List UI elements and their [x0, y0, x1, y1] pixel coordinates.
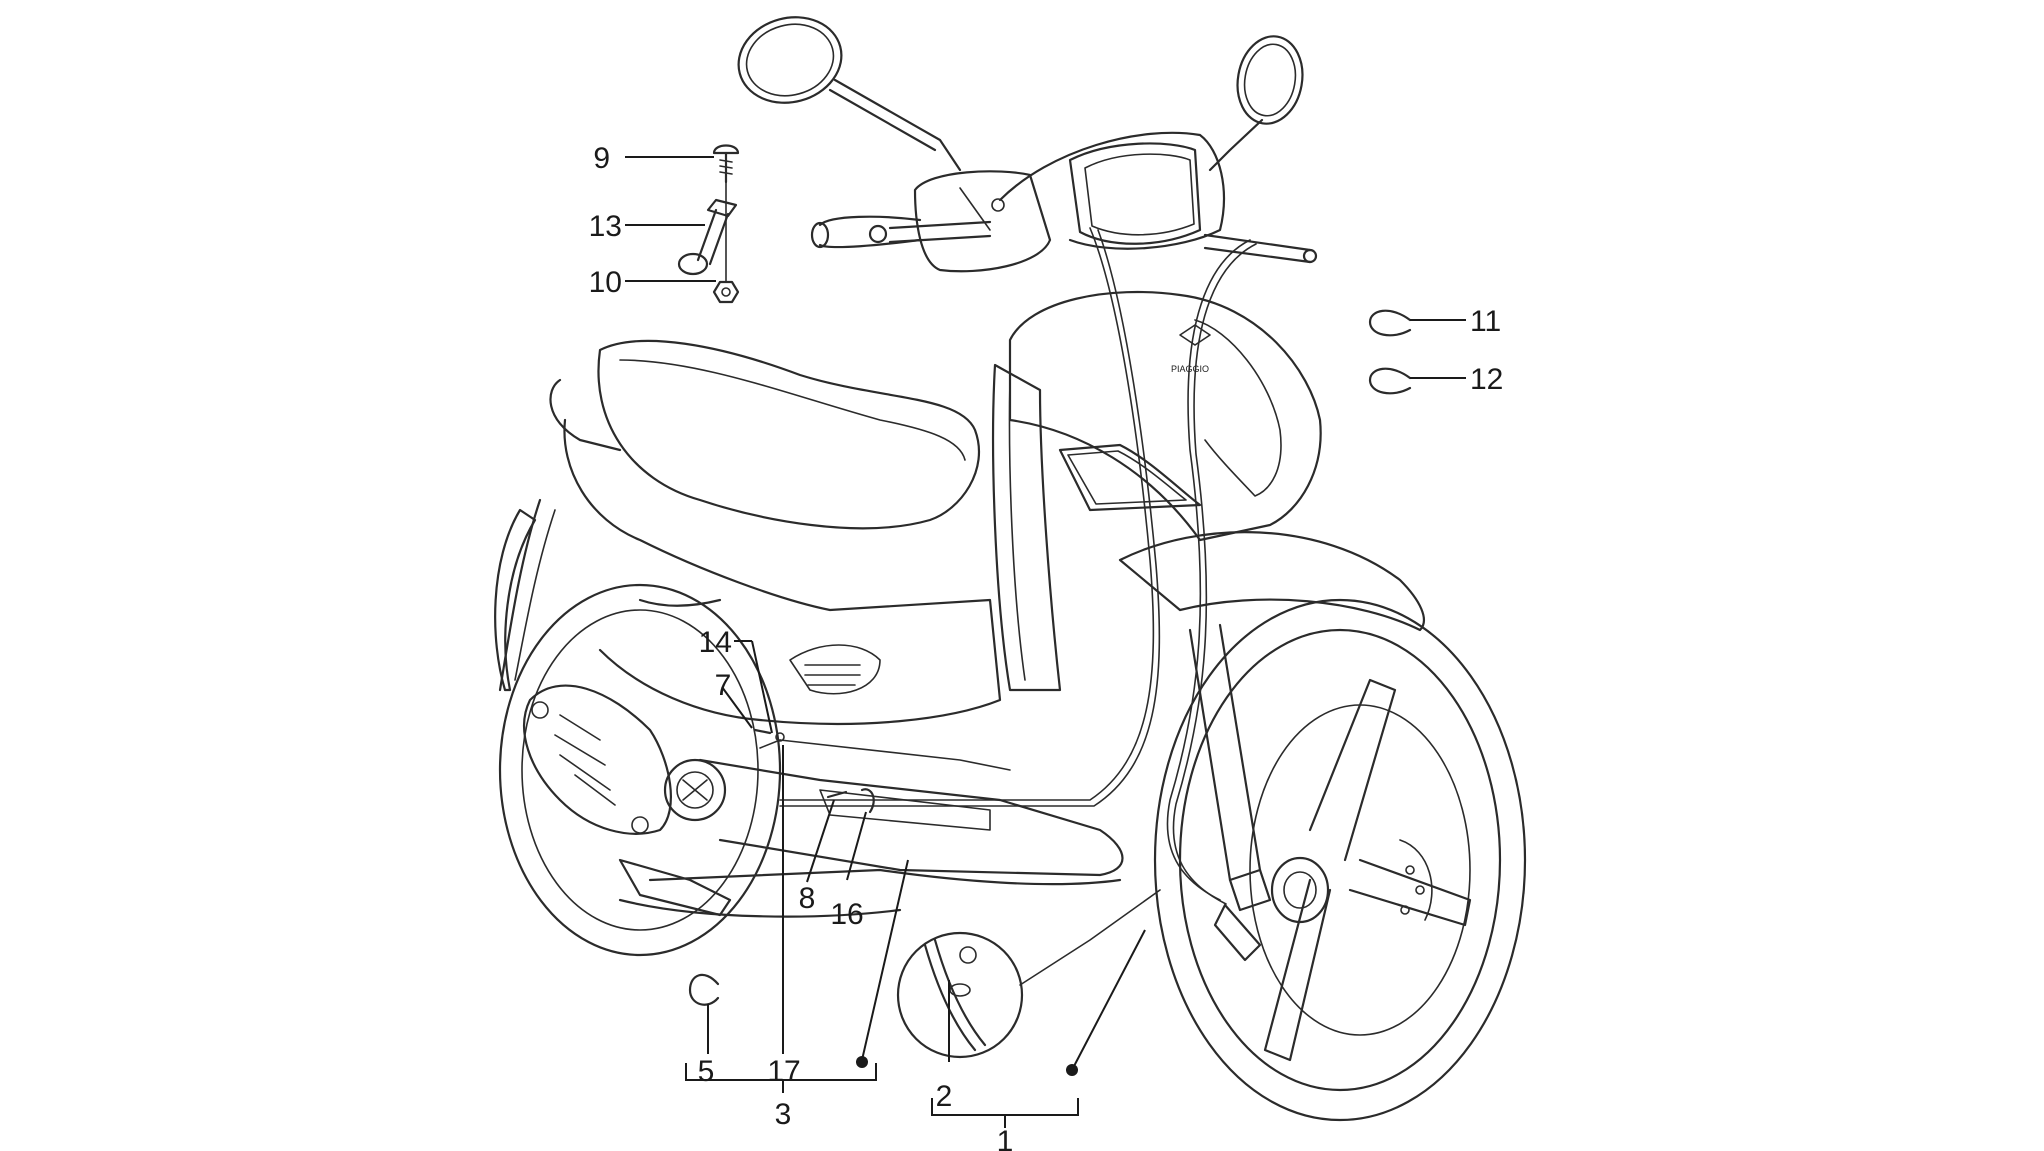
fitting-14	[775, 732, 785, 742]
rear-fender	[494, 508, 537, 692]
rear-body	[498, 418, 1002, 726]
callout-16: 16	[830, 898, 863, 931]
detail-inset	[896, 889, 1161, 1059]
cables	[759, 227, 1257, 905]
muffler	[523, 684, 732, 917]
rear-wheel	[498, 583, 782, 957]
nut-part	[712, 181, 740, 304]
fitting-16	[860, 788, 875, 814]
callout-11: 11	[1470, 305, 1501, 338]
callout-9: 9	[593, 142, 610, 175]
dot-assembly-1	[1066, 1064, 1078, 1076]
callout-8: 8	[799, 882, 816, 915]
floorboard	[618, 758, 1124, 918]
callout-13: 13	[589, 210, 622, 243]
left-mirror	[737, 16, 962, 172]
front-fender	[1118, 531, 1425, 632]
callout-10: 10	[589, 266, 622, 299]
fitting-8	[826, 790, 848, 799]
fitting-7	[753, 728, 772, 735]
leader-lines	[625, 156, 1466, 1128]
screw-part	[712, 144, 740, 184]
callout-1: 1	[997, 1125, 1014, 1151]
clamp-5	[688, 973, 720, 1006]
callout-labels: 9 13 10 11 12 14 7 8 16 5 17 3 2 1	[589, 142, 1504, 1151]
clamp-11	[1368, 309, 1412, 337]
callout-2: 2	[936, 1080, 953, 1113]
front-wheel	[1153, 598, 1527, 1122]
callout-17: 17	[767, 1055, 800, 1088]
seat	[549, 339, 981, 530]
bracket-part	[677, 198, 738, 276]
callout-14: 14	[699, 626, 732, 659]
callout-7: 7	[715, 669, 732, 702]
scooter-illustration: PIAGGIO	[494, 16, 1527, 1122]
clamp-12	[1368, 367, 1412, 395]
callout-5: 5	[698, 1055, 715, 1088]
front-shield: PIAGGIO	[992, 290, 1322, 692]
callout-3: 3	[775, 1098, 792, 1131]
dot-assembly-3	[856, 1056, 868, 1068]
callout-12: 12	[1470, 363, 1503, 396]
handlebar-assembly	[810, 131, 1318, 273]
loose-parts	[677, 144, 1412, 1006]
right-mirror	[1208, 35, 1304, 172]
